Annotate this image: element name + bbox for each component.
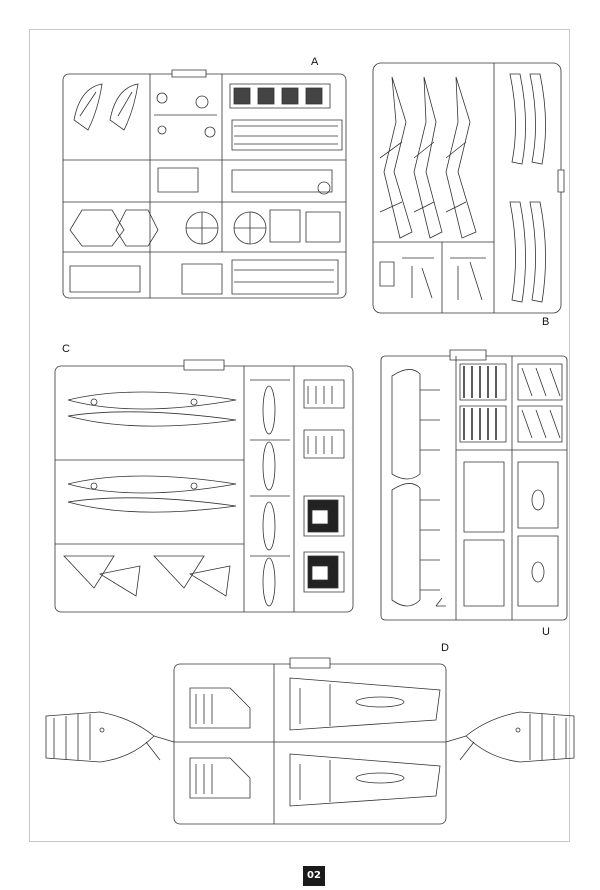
sprue-b-letter: B xyxy=(542,316,550,328)
page-number: 02 xyxy=(303,866,325,886)
sprue-c-letter: C xyxy=(62,343,70,355)
sprue-u-letter: U xyxy=(542,626,550,638)
sprue-d-drawing xyxy=(40,658,580,828)
sprue-a-drawing xyxy=(62,70,348,300)
sprue-c-drawing xyxy=(54,360,356,614)
page-frame xyxy=(29,29,570,842)
sprue-a-letter: A xyxy=(311,56,319,68)
sprue-u-drawing xyxy=(380,350,570,622)
sprue-b-drawing xyxy=(372,62,566,316)
sprue-d-letter: D xyxy=(441,642,449,654)
